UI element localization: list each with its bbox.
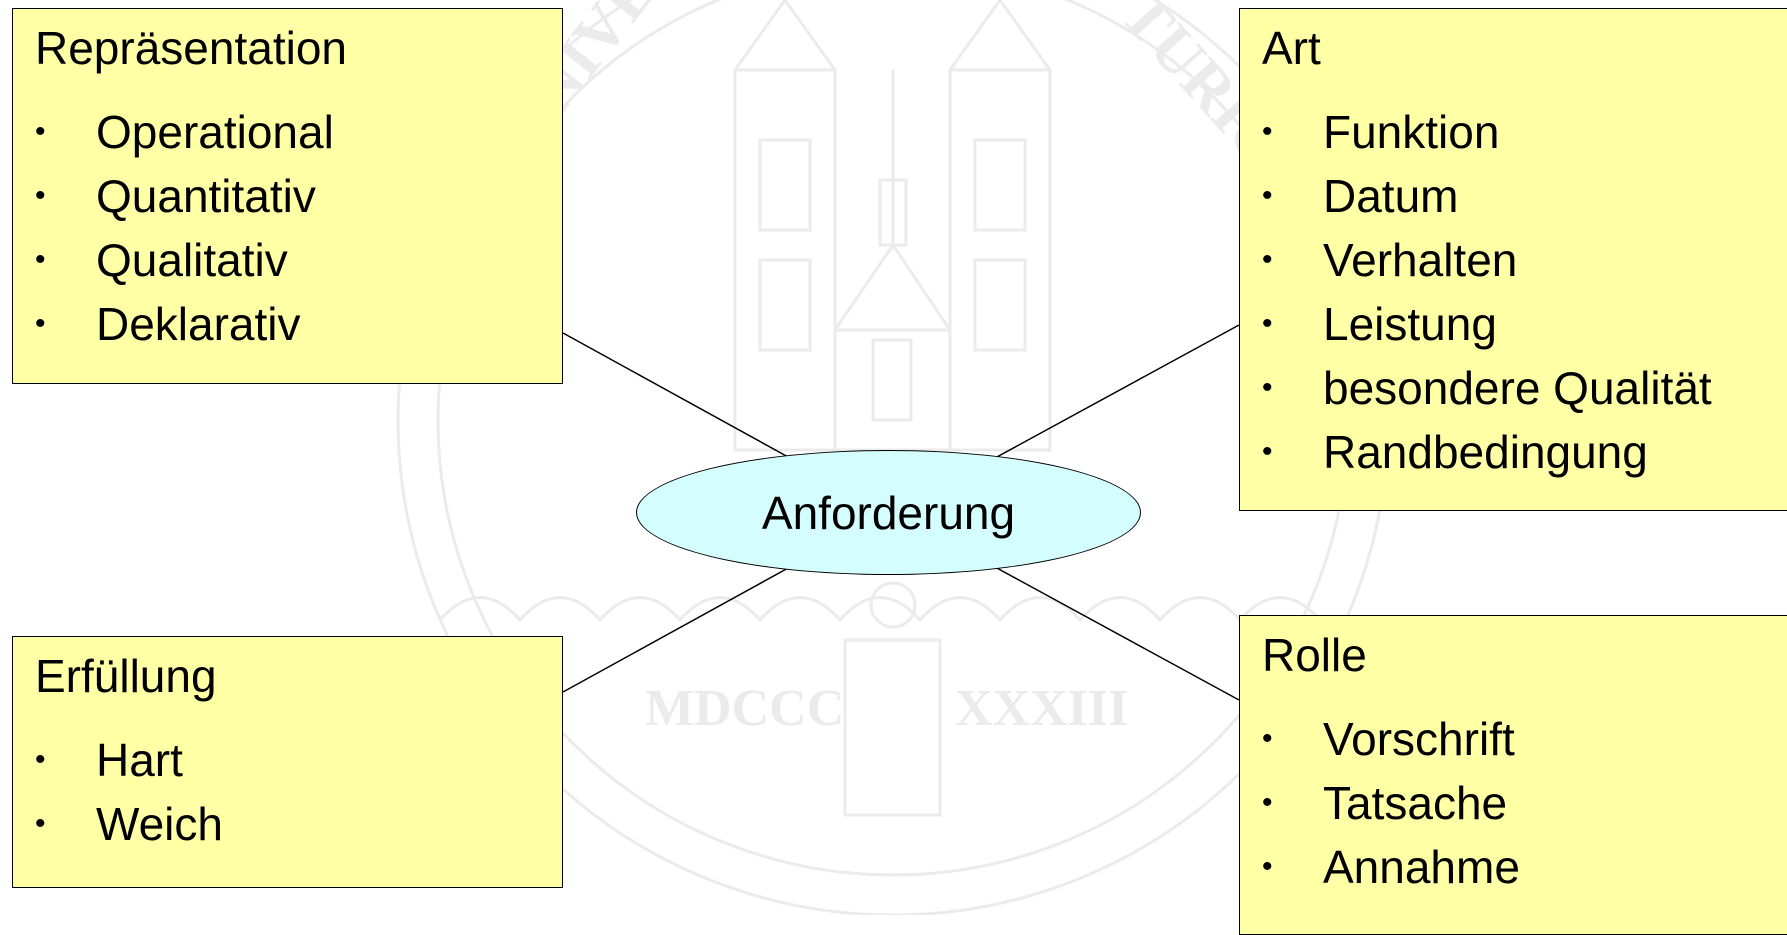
list-item: • Operational (35, 100, 562, 164)
bullet: • (1262, 722, 1273, 755)
connector-rolle (994, 566, 1240, 701)
list-item: • Tatsache (1262, 771, 1787, 835)
bullet: • (1262, 850, 1273, 883)
box-title: Erfüllung (35, 650, 217, 702)
list-item: • Vorschrift (1262, 707, 1787, 771)
item-list: • Hart • Weich (35, 728, 562, 856)
connector-erfuellung (562, 566, 791, 693)
connector-art (994, 324, 1240, 459)
list-item: • besondere Qualität (1262, 356, 1787, 420)
bullet: • (1262, 179, 1273, 212)
item-list: • Funktion • Datum • Verhalten • Leistung • b… (1262, 100, 1787, 484)
bullet: • (1262, 371, 1273, 404)
list-item: • Leistung (1262, 292, 1787, 356)
bullet: • (1262, 786, 1273, 819)
bullet: • (1262, 307, 1273, 340)
item-label: besondere Qualität (1323, 362, 1712, 414)
bullet: • (1262, 243, 1273, 276)
box-erfuellung: Erfüllung • Hart • Weich (12, 636, 563, 888)
box-art: Art • Funktion • Datum • Verhalten • Leistun… (1239, 8, 1787, 511)
list-item: • Randbedingung (1262, 420, 1787, 484)
box-rolle: Rolle • Vorschrift • Tatsache • Annahme (1239, 615, 1787, 935)
list-item: • Verhalten (1262, 228, 1787, 292)
watermark-year-left: MDCCC (645, 680, 844, 737)
connector-repraesentation (562, 332, 791, 459)
list-item: • Hart (35, 728, 562, 792)
item-label: Quantitativ (96, 170, 316, 222)
list-item: • Weich (35, 792, 562, 856)
bullet: • (1262, 115, 1273, 148)
bullet: • (35, 307, 46, 340)
item-label: Annahme (1323, 841, 1520, 893)
connector-lines (562, 324, 1240, 701)
bullet: • (35, 743, 46, 776)
list-item: • Datum (1262, 164, 1787, 228)
item-label: Tatsache (1323, 777, 1508, 829)
list-item: • Quantitativ (35, 164, 562, 228)
item-label: Funktion (1323, 106, 1500, 158)
item-label: Qualitativ (96, 234, 288, 286)
box-repraesentation: Repräsentation • Operational • Quantitativ… (12, 8, 563, 384)
item-label: Hart (96, 734, 183, 786)
box-title: Rolle (1262, 629, 1367, 681)
watermark-year-right: XXXIII (955, 680, 1128, 737)
list-item: • Deklarativ (35, 292, 562, 356)
center-label: Anforderung (761, 486, 1016, 539)
center-node-anforderung: Anforderung (636, 450, 1141, 575)
list-item: • Annahme (1262, 835, 1787, 899)
box-title: Art (1262, 22, 1321, 74)
item-label: Operational (96, 106, 334, 158)
item-list: • Vorschrift • Tatsache • Annahme (1262, 707, 1787, 899)
item-label: Verhalten (1323, 234, 1518, 286)
bullet: • (35, 115, 46, 148)
item-list: • Operational • Quantitativ • Qualitativ • D… (35, 100, 562, 356)
item-label: Vorschrift (1323, 713, 1515, 765)
item-label: Weich (96, 798, 223, 850)
item-label: Randbedingung (1323, 426, 1648, 478)
list-item: • Qualitativ (35, 228, 562, 292)
bullet: • (35, 807, 46, 840)
item-label: Leistung (1323, 298, 1497, 350)
item-label: Deklarativ (96, 298, 301, 350)
item-label: Datum (1323, 170, 1459, 222)
list-item: • Funktion (1262, 100, 1787, 164)
bullet: • (35, 179, 46, 212)
bullet: • (1262, 435, 1273, 468)
bullet: • (35, 243, 46, 276)
box-title: Repräsentation (35, 22, 347, 74)
